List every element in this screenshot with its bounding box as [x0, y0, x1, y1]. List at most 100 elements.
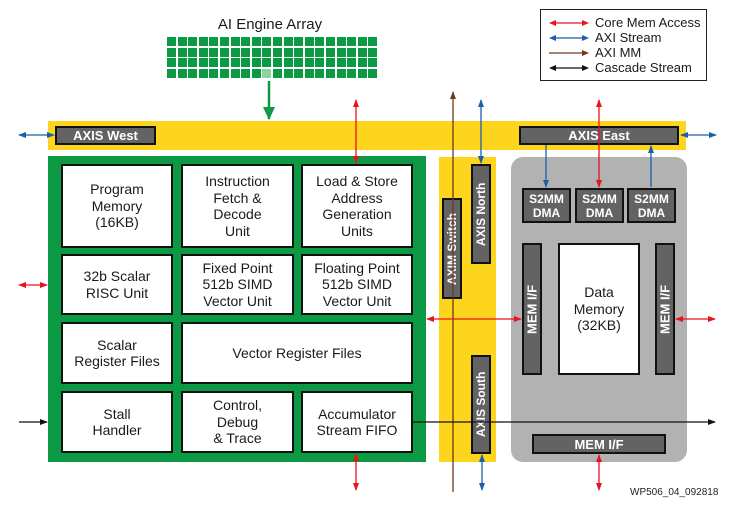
control-debug-trace-block: Control, Debug & Trace	[181, 391, 294, 453]
ai-engine-tile	[262, 47, 272, 57]
ai-engine-tile	[251, 37, 261, 46]
ai-engine-tile	[325, 37, 335, 46]
load-store-block: Load & Store Address Generation Units	[301, 164, 413, 248]
ai-engine-tile	[198, 37, 208, 46]
ai-engine-tile	[188, 37, 198, 46]
ai-engine-tile	[315, 37, 325, 46]
legend-item-axi-stream: AXI Stream	[549, 30, 661, 45]
ai-engine-tile	[304, 47, 314, 57]
program-memory-block: Program Memory (16KB)	[61, 164, 173, 248]
axis-south-block: AXIS South	[471, 355, 491, 454]
vector-register-files-block: Vector Register Files	[181, 322, 413, 384]
ai-engine-tile	[272, 47, 282, 57]
ai-engine-tile	[209, 68, 219, 78]
array-title: AI Engine Array	[217, 16, 323, 33]
legend-item-cascade-stream: Cascade Stream	[549, 60, 692, 75]
ai-engine-tile	[177, 37, 187, 46]
ai-engine-tile	[304, 68, 314, 78]
ai-engine-tile	[198, 68, 208, 78]
mem-if-bottom-block: MEM I/F	[532, 434, 666, 454]
ai-engine-tile	[230, 37, 240, 46]
instruction-fetch-block: Instruction Fetch & Decode Unit	[181, 164, 294, 248]
ai-engine-tile	[230, 68, 240, 78]
ai-engine-tile	[294, 58, 304, 68]
ai-engine-tile	[347, 37, 357, 46]
ai-engine-tile	[336, 47, 346, 57]
ai-engine-tile	[294, 47, 304, 57]
ai-engine-tile	[219, 58, 229, 68]
ai-engine-tile	[283, 37, 293, 46]
ai-engine-tile	[209, 47, 219, 57]
ai-engine-tile	[368, 58, 378, 68]
data-memory-block: Data Memory (32KB)	[558, 243, 640, 375]
ai-engine-tile	[177, 58, 187, 68]
ai-engine-tile	[272, 68, 282, 78]
mem-if-right-block: MEM I/F	[655, 243, 675, 375]
ai-engine-tile	[325, 68, 335, 78]
ai-engine-tile	[251, 47, 261, 57]
floating-point-vector-block: Floating Point 512b SIMD Vector Unit	[301, 254, 413, 315]
ai-engine-tile-highlighted	[262, 68, 272, 78]
ai-engine-tile	[315, 58, 325, 68]
ai-engine-tile	[177, 47, 187, 57]
ai-engine-tile	[241, 47, 251, 57]
ai-engine-tile	[188, 58, 198, 68]
ai-engine-tile	[347, 68, 357, 78]
ai-engine-tile	[283, 47, 293, 57]
ai-engine-tile	[357, 47, 367, 57]
ai-engine-tile	[198, 58, 208, 68]
ai-engine-tile	[336, 68, 346, 78]
legend-label: AXI Stream	[595, 30, 662, 45]
ai-engine-tile	[209, 37, 219, 46]
ai-engine-tile	[251, 68, 261, 78]
mem-if-left-block: MEM I/F	[522, 243, 542, 375]
ai-engine-tile	[357, 37, 367, 46]
legend-item-core-mem-access: Core Mem Access	[549, 15, 700, 30]
scalar-register-files-block: Scalar Register Files	[61, 322, 173, 384]
axim-switch-block: AXIM Switch	[442, 198, 462, 299]
ai-engine-tile	[294, 37, 304, 46]
ai-engine-tile	[368, 47, 378, 57]
ai-engine-tile	[357, 58, 367, 68]
fixed-point-vector-block: Fixed Point 512b SIMD Vector Unit	[181, 254, 294, 315]
legend-label: Core Mem Access	[595, 15, 701, 30]
ai-engine-tile	[188, 68, 198, 78]
ai-engine-tile	[283, 58, 293, 68]
ai-engine-tile	[230, 58, 240, 68]
ai-engine-tile	[251, 58, 261, 68]
ai-engine-tile	[167, 37, 176, 46]
legend-item-axi-mm: AXI MM	[549, 45, 641, 60]
ai-engine-tile	[262, 58, 272, 68]
figure-id: WP506_04_092818	[630, 487, 719, 498]
ai-engine-tile	[347, 58, 357, 68]
ai-engine-tile	[198, 47, 208, 57]
ai-engine-tile	[283, 68, 293, 78]
stall-handler-block: Stall Handler	[61, 391, 173, 453]
ai-engine-tile	[262, 37, 272, 46]
ai-engine-tile	[230, 47, 240, 57]
ai-engine-tile	[167, 58, 176, 68]
ai-engine-tile	[167, 68, 176, 78]
ai-engine-tile	[272, 37, 282, 46]
ai-engine-tile	[315, 47, 325, 57]
ai-engine-tile	[368, 68, 378, 78]
ai-engine-tile	[241, 37, 251, 46]
ai-engine-tile	[167, 47, 176, 57]
ai-engine-tile	[219, 68, 229, 78]
ai-engine-tile	[336, 37, 346, 46]
accumulator-stream-fifo-block: Accumulator Stream FIFO	[301, 391, 413, 453]
s2mm-dma-block-2: S2MM DMA	[575, 188, 624, 223]
ai-engine-tile	[325, 47, 335, 57]
axis-east-block: AXIS East	[519, 126, 679, 145]
blue-double-arrow-icon	[549, 34, 589, 41]
ai-engine-tile	[219, 47, 229, 57]
ai-engine-tile	[336, 58, 346, 68]
brown-arrow-icon	[549, 49, 589, 56]
ai-engine-tile	[347, 47, 357, 57]
ai-engine-tile	[219, 37, 229, 46]
ai-engine-tile	[177, 68, 187, 78]
ai-engine-tile	[368, 37, 378, 46]
ai-engine-tile	[304, 58, 314, 68]
s2mm-dma-block-3: S2MM DMA	[627, 188, 676, 223]
red-double-arrow-icon	[549, 19, 589, 26]
